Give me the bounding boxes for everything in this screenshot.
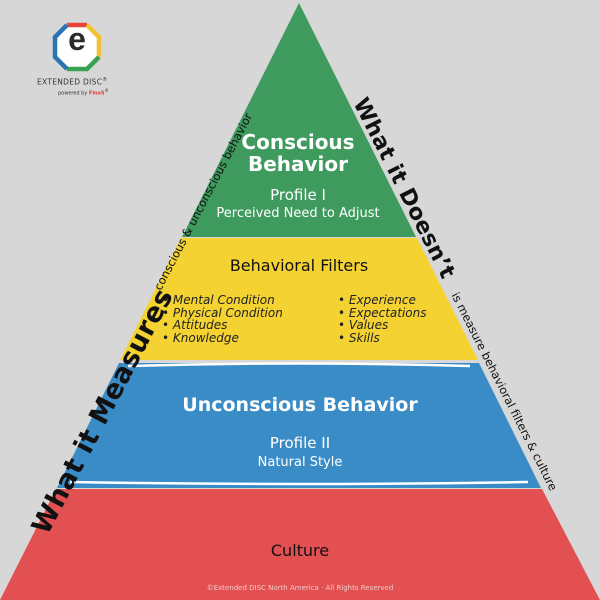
conscious-title: Conscious Behavior (241, 130, 355, 176)
filters-left-list: Mental Condition Physical Condition Atti… (162, 294, 283, 344)
list-item: Skills (338, 331, 426, 345)
tier-culture (0, 489, 600, 600)
list-item: Experience (338, 294, 426, 307)
unconscious-profile: Profile II (269, 434, 331, 452)
copyright-footer: ©Extended DISC North America · All Right… (206, 584, 394, 592)
list-item: Knowledge (162, 331, 283, 345)
divider-line (69, 480, 529, 486)
list-item: Expectations (338, 306, 427, 320)
filters-title: Behavioral Filters (229, 256, 369, 275)
unconscious-title: Unconscious Behavior (182, 394, 418, 416)
logo-octagon-icon (52, 22, 102, 72)
logo-powered-by: powered by FinxS® (58, 88, 109, 97)
filters-right-list: Experience Expectations Values Skills (338, 294, 427, 345)
unconscious-subtitle: Natural Style (257, 455, 343, 470)
culture-title: Culture (270, 541, 330, 560)
tier-unconscious (57, 363, 541, 488)
list-item: Attitudes (162, 319, 283, 332)
list-item: Mental Condition (162, 294, 283, 307)
conscious-subtitle: Perceived Need to Adjust (216, 206, 380, 221)
list-item: Physical Condition (162, 306, 283, 320)
logo-name: EXTENDED DISC® (37, 77, 108, 87)
list-item: Values (338, 319, 426, 332)
tier-conscious (182, 3, 416, 237)
divider-line (127, 362, 471, 368)
logo-letter: e (68, 21, 86, 57)
conscious-profile: Profile I (270, 186, 326, 204)
